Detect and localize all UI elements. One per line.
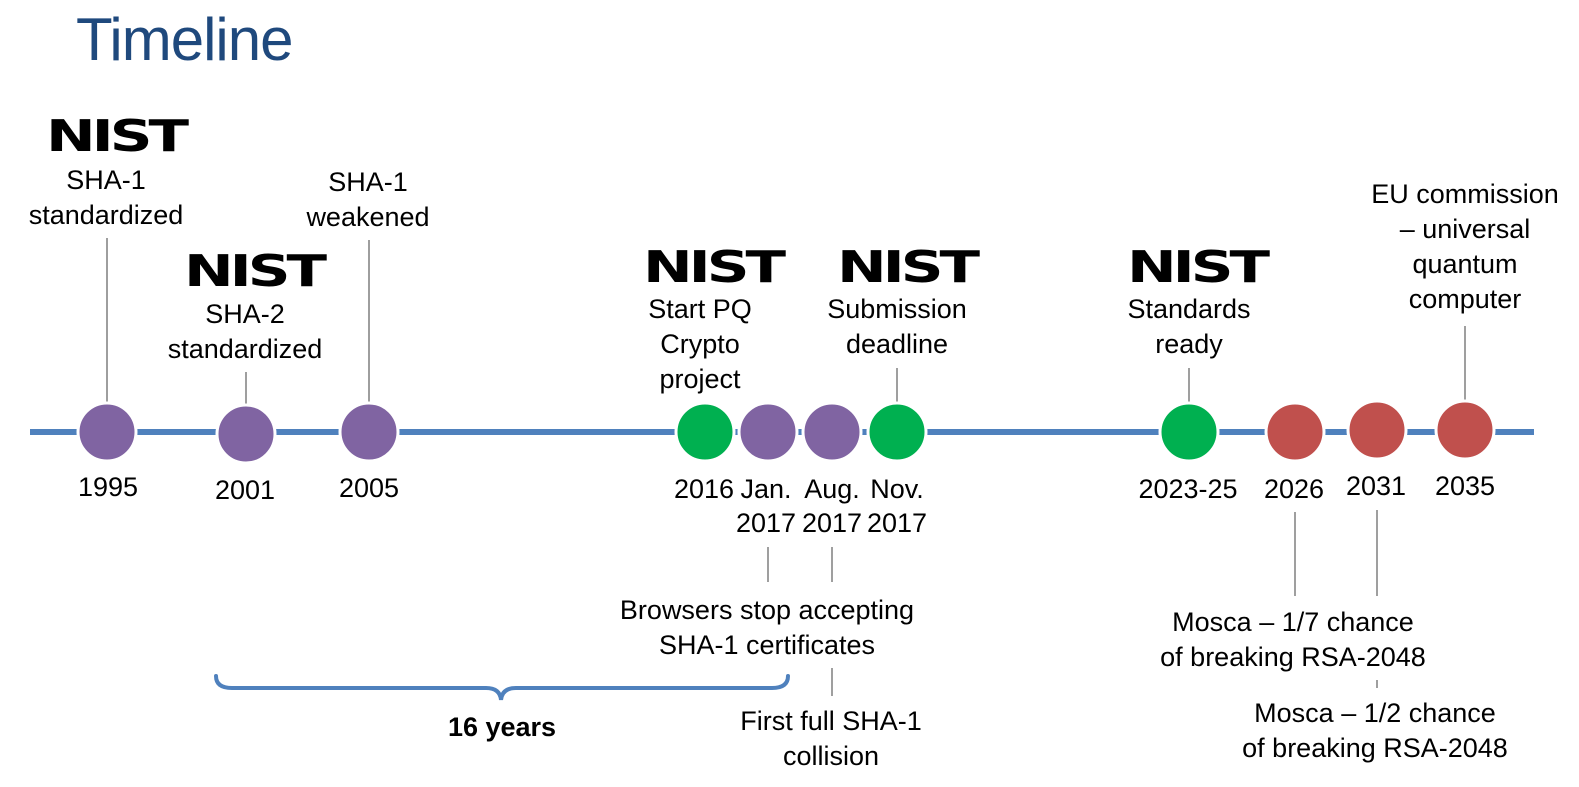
event-label: Submission deadline [827,294,967,359]
span-brace [214,674,790,701]
span-label: 16 years [447,712,557,742]
event-marker [866,401,928,463]
event-marker [737,401,799,463]
event-date: 1995 [77,472,139,502]
nist-logo: NIST [1127,242,1270,293]
event-marker [1434,399,1496,461]
event-marker [1264,401,1326,463]
event-label: Browsers stop accepting SHA-1 certificat… [619,595,915,660]
event-date: 2005 [338,473,400,503]
event-label: SHA-2 standardized [167,299,323,364]
event-label: Standards ready [1127,294,1251,359]
event-date: Aug. 2017 [801,474,863,538]
nist-logo: NIST [643,242,786,293]
event-label: SHA-1 standardized [28,165,184,230]
event-date: 2035 [1434,471,1496,501]
event-date: 2031 [1345,471,1407,501]
nist-logo: NIST [837,242,980,293]
event-label: Mosca – 1/7 chance of breaking RSA-2048 [1160,607,1426,672]
page-title: Timeline [76,6,294,73]
event-date: 2001 [214,475,276,505]
event-date: 2026 [1263,474,1325,504]
event-date: 2023-25 [1138,474,1238,504]
event-marker [801,401,863,463]
event-label: Mosca – 1/2 chance of breaking RSA-2048 [1242,698,1508,763]
event-date: 2016 [673,474,735,504]
event-date: Jan. 2017 [735,474,797,538]
event-marker [215,403,277,465]
event-marker [76,401,138,463]
event-label: First full SHA-1 collision [740,706,922,771]
event-marker [1346,399,1408,461]
event-marker [1158,401,1220,463]
event-label: Start PQ Crypto project [648,294,752,394]
nist-logo: NIST [46,111,189,162]
event-label: SHA-1 weakened [306,167,430,232]
event-label: EU commission – universal quantum comput… [1371,179,1559,314]
event-marker [674,401,736,463]
event-marker [338,401,400,463]
nist-logo: NIST [184,246,327,297]
event-date: Nov. 2017 [866,474,928,538]
